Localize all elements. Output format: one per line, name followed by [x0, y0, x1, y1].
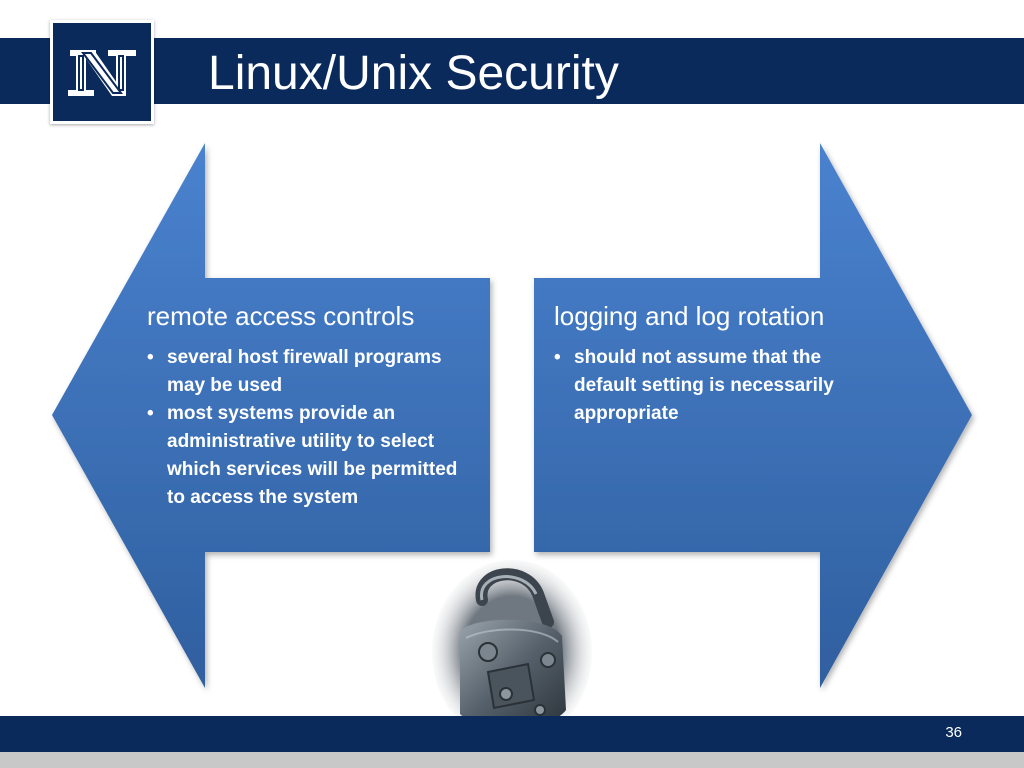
slide-title: Linux/Unix Security — [208, 47, 619, 100]
title-bar — [0, 38, 1024, 104]
n-letter-icon — [68, 50, 136, 96]
list-item: • several host firewall programs may be … — [147, 344, 477, 400]
left-arrow-shape — [52, 143, 490, 688]
logging-panel: logging and log rotation • should not as… — [554, 298, 884, 428]
right-arrow-shape — [534, 143, 972, 688]
bullet-icon: • — [147, 403, 154, 424]
page-number: 36 — [945, 724, 962, 741]
bullet-icon: • — [147, 347, 154, 368]
nevada-n-logo — [50, 20, 154, 124]
footer-bar — [0, 716, 1024, 752]
bullet-list: • should not assume that the default set… — [554, 344, 884, 428]
bullet-icon: • — [554, 347, 561, 368]
list-item-text: should not assume that the default setti… — [574, 347, 834, 424]
list-item: • most systems provide an administrative… — [147, 400, 477, 512]
bullet-list: • several host firewall programs may be … — [147, 344, 477, 512]
padlock-photo — [432, 560, 592, 740]
list-item: • should not assume that the default set… — [554, 344, 884, 428]
footer-strip — [0, 752, 1024, 768]
panel-heading: logging and log rotation — [554, 301, 825, 331]
remote-access-panel: remote access controls • several host fi… — [147, 298, 477, 512]
list-item-text: most systems provide an administrative u… — [167, 403, 458, 508]
panel-heading: remote access controls — [147, 301, 415, 331]
list-item-text: several host firewall programs may be us… — [167, 347, 442, 396]
